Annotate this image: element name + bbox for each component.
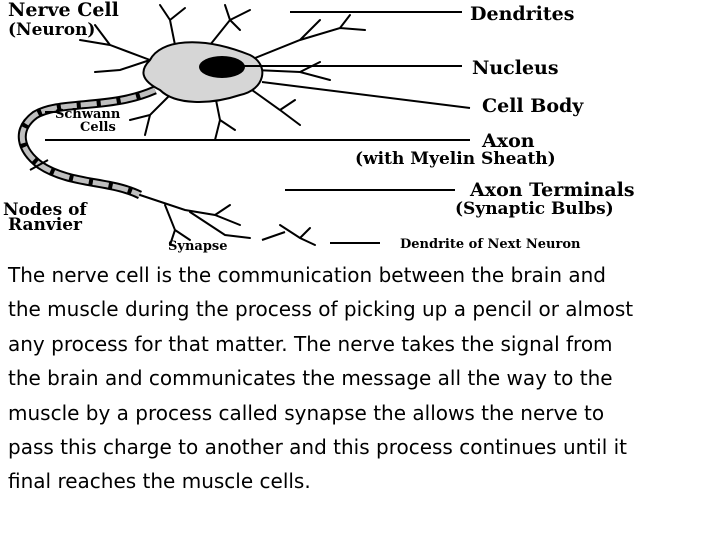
myelin-sheath-shape — [19, 87, 157, 198]
label-ranvier: Ranvier — [8, 215, 83, 235]
label-axon-terminals: Axon Terminals — [469, 179, 635, 201]
label-cells: Cells — [80, 120, 116, 135]
label-nodes-of: Nodes of — [3, 200, 88, 220]
label-nucleus: Nucleus — [472, 57, 559, 79]
axon-terminal-branches — [139, 194, 316, 246]
label-axon: Axon — [481, 130, 535, 152]
label-next-dendrite: Dendrite of Next Neuron — [400, 237, 581, 252]
label-leader-lines — [29, 11, 471, 244]
caption-line: the brain and communicates the message a… — [8, 366, 613, 391]
label-schwann: Schwann — [55, 107, 121, 122]
caption-line: The nerve cell is the communication betw… — [8, 263, 606, 287]
neuron-diagram: Nerve Cell (Neuron) Dendrites Nucleus Ce… — [3, 0, 635, 254]
nucleus-shape — [199, 56, 245, 78]
label-synapse: Synapse — [168, 239, 228, 254]
caption-line: the muscle during the process of picking… — [8, 297, 634, 322]
caption-line: muscle by a process called synapse the a… — [8, 400, 605, 425]
diagram-title: Nerve Cell — [8, 0, 119, 21]
label-dendrites: Dendrites — [470, 3, 574, 25]
caption-line: any process for that matter. The nerve t… — [8, 331, 613, 356]
label-myelin-sheath: (with Myelin Sheath) — [355, 149, 556, 169]
label-synaptic-bulbs: (Synaptic Bulbs) — [455, 199, 614, 219]
caption-paragraph: The nerve cell is the communication betw… — [8, 258, 714, 499]
label-cell-body: Cell Body — [482, 95, 584, 117]
diagram-subtitle: (Neuron) — [8, 20, 95, 40]
caption-line: final reaches the muscle cells. — [8, 469, 311, 494]
caption-line: pass this charge to another and this pro… — [8, 435, 628, 460]
